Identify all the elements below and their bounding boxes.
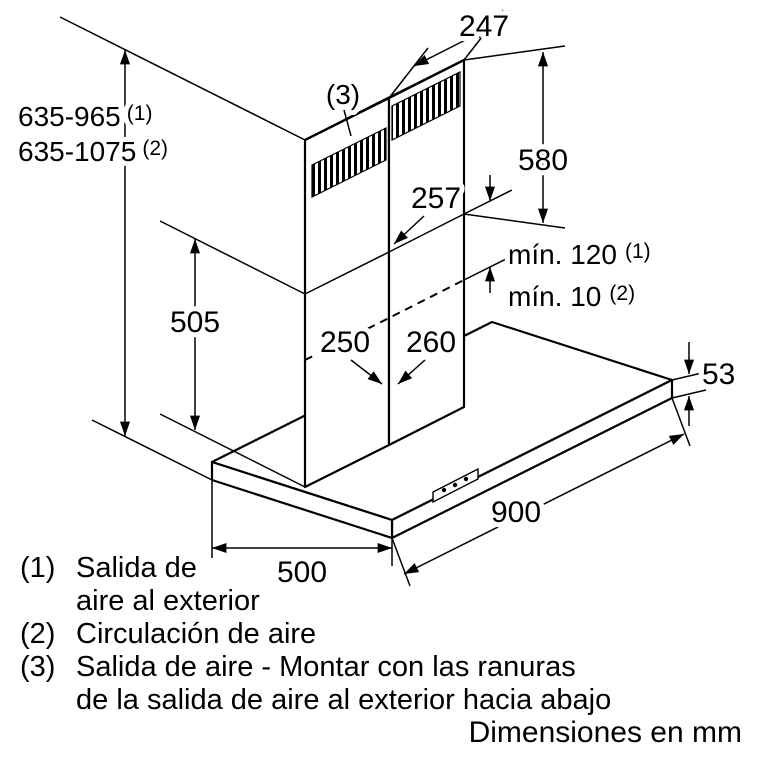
dim-min-overlap: mín. 120(1) mín. 10(2) (463, 175, 656, 317)
telescopic-seam-line (304, 213, 465, 295)
dim-label-min-10: mín. 10(2) (508, 281, 635, 312)
dim-upper-width-257: 257 (393, 177, 466, 245)
dim-label-53: 53 (702, 358, 735, 391)
dim-label-505: 505 (170, 306, 220, 339)
legend-item-text: aire al exterior (76, 585, 260, 617)
legend-item-2: (2) Circulación de aire (20, 618, 740, 651)
min-overlap-dashed-line (304, 279, 465, 361)
dim-canopy-width: 900 (391, 397, 691, 587)
dim-lower-widths: 250 260 (315, 321, 461, 385)
dim-label-500: 500 (277, 556, 327, 589)
vent-slots-left (311, 127, 387, 198)
slots-callout-label: (3) (326, 79, 360, 110)
chimney-duct (303, 58, 466, 489)
legend-item-text: Salida de (76, 552, 197, 584)
dim-label-247: 247 (459, 10, 509, 43)
dim-lower-section-height: 505 (159, 220, 306, 488)
dim-label-height-2: 635-1075(2) (18, 136, 168, 167)
legend-item-text: Salida de aire - Montar con las ranuras (76, 651, 576, 683)
slots-callout: (3) (321, 74, 365, 137)
legend-item-1-cont: aire al exterior (20, 585, 740, 618)
units-note: Dimensiones en mm (468, 716, 742, 749)
legend-item-number (20, 684, 76, 717)
dim-canopy-depth: 500 (211, 480, 393, 594)
legend-item-text: de la salida de aire al exterior hacia a… (76, 684, 612, 716)
dim-label-250: 250 (320, 326, 370, 359)
dim-top-width-247: 247 (388, 5, 514, 99)
legend-item-3-cont: de la salida de aire al exterior hacia a… (20, 684, 740, 717)
dim-label-257: 257 (411, 182, 461, 215)
legend-item-number (20, 585, 76, 618)
dim-canopy-thickness: 53 (671, 342, 740, 426)
vent-slots-right (391, 71, 461, 141)
legend-item-number: (3) (20, 651, 56, 683)
legend-item-text: Circulación de aire (76, 618, 317, 650)
dim-upper-section-height: 580 (463, 45, 573, 229)
legend-item-1: (1) Salida de (20, 552, 740, 585)
legend: (1) Salida de aire al exterior (2) Circu… (20, 552, 740, 717)
dim-label-height-1: 635-965(1) (18, 101, 152, 132)
legend-item-3: (3) Salida de aire - Montar con las ranu… (20, 651, 740, 684)
dim-label-580: 580 (518, 144, 568, 177)
dim-label-min-120: mín. 120(1) (508, 239, 651, 270)
dim-overall-height: 635-965(1) 635-1075(2) (13, 16, 306, 481)
legend-item-number: (1) (20, 552, 56, 584)
legend-item-number: (2) (20, 618, 56, 650)
dim-label-260: 260 (406, 326, 456, 359)
dim-label-900: 900 (491, 496, 541, 529)
